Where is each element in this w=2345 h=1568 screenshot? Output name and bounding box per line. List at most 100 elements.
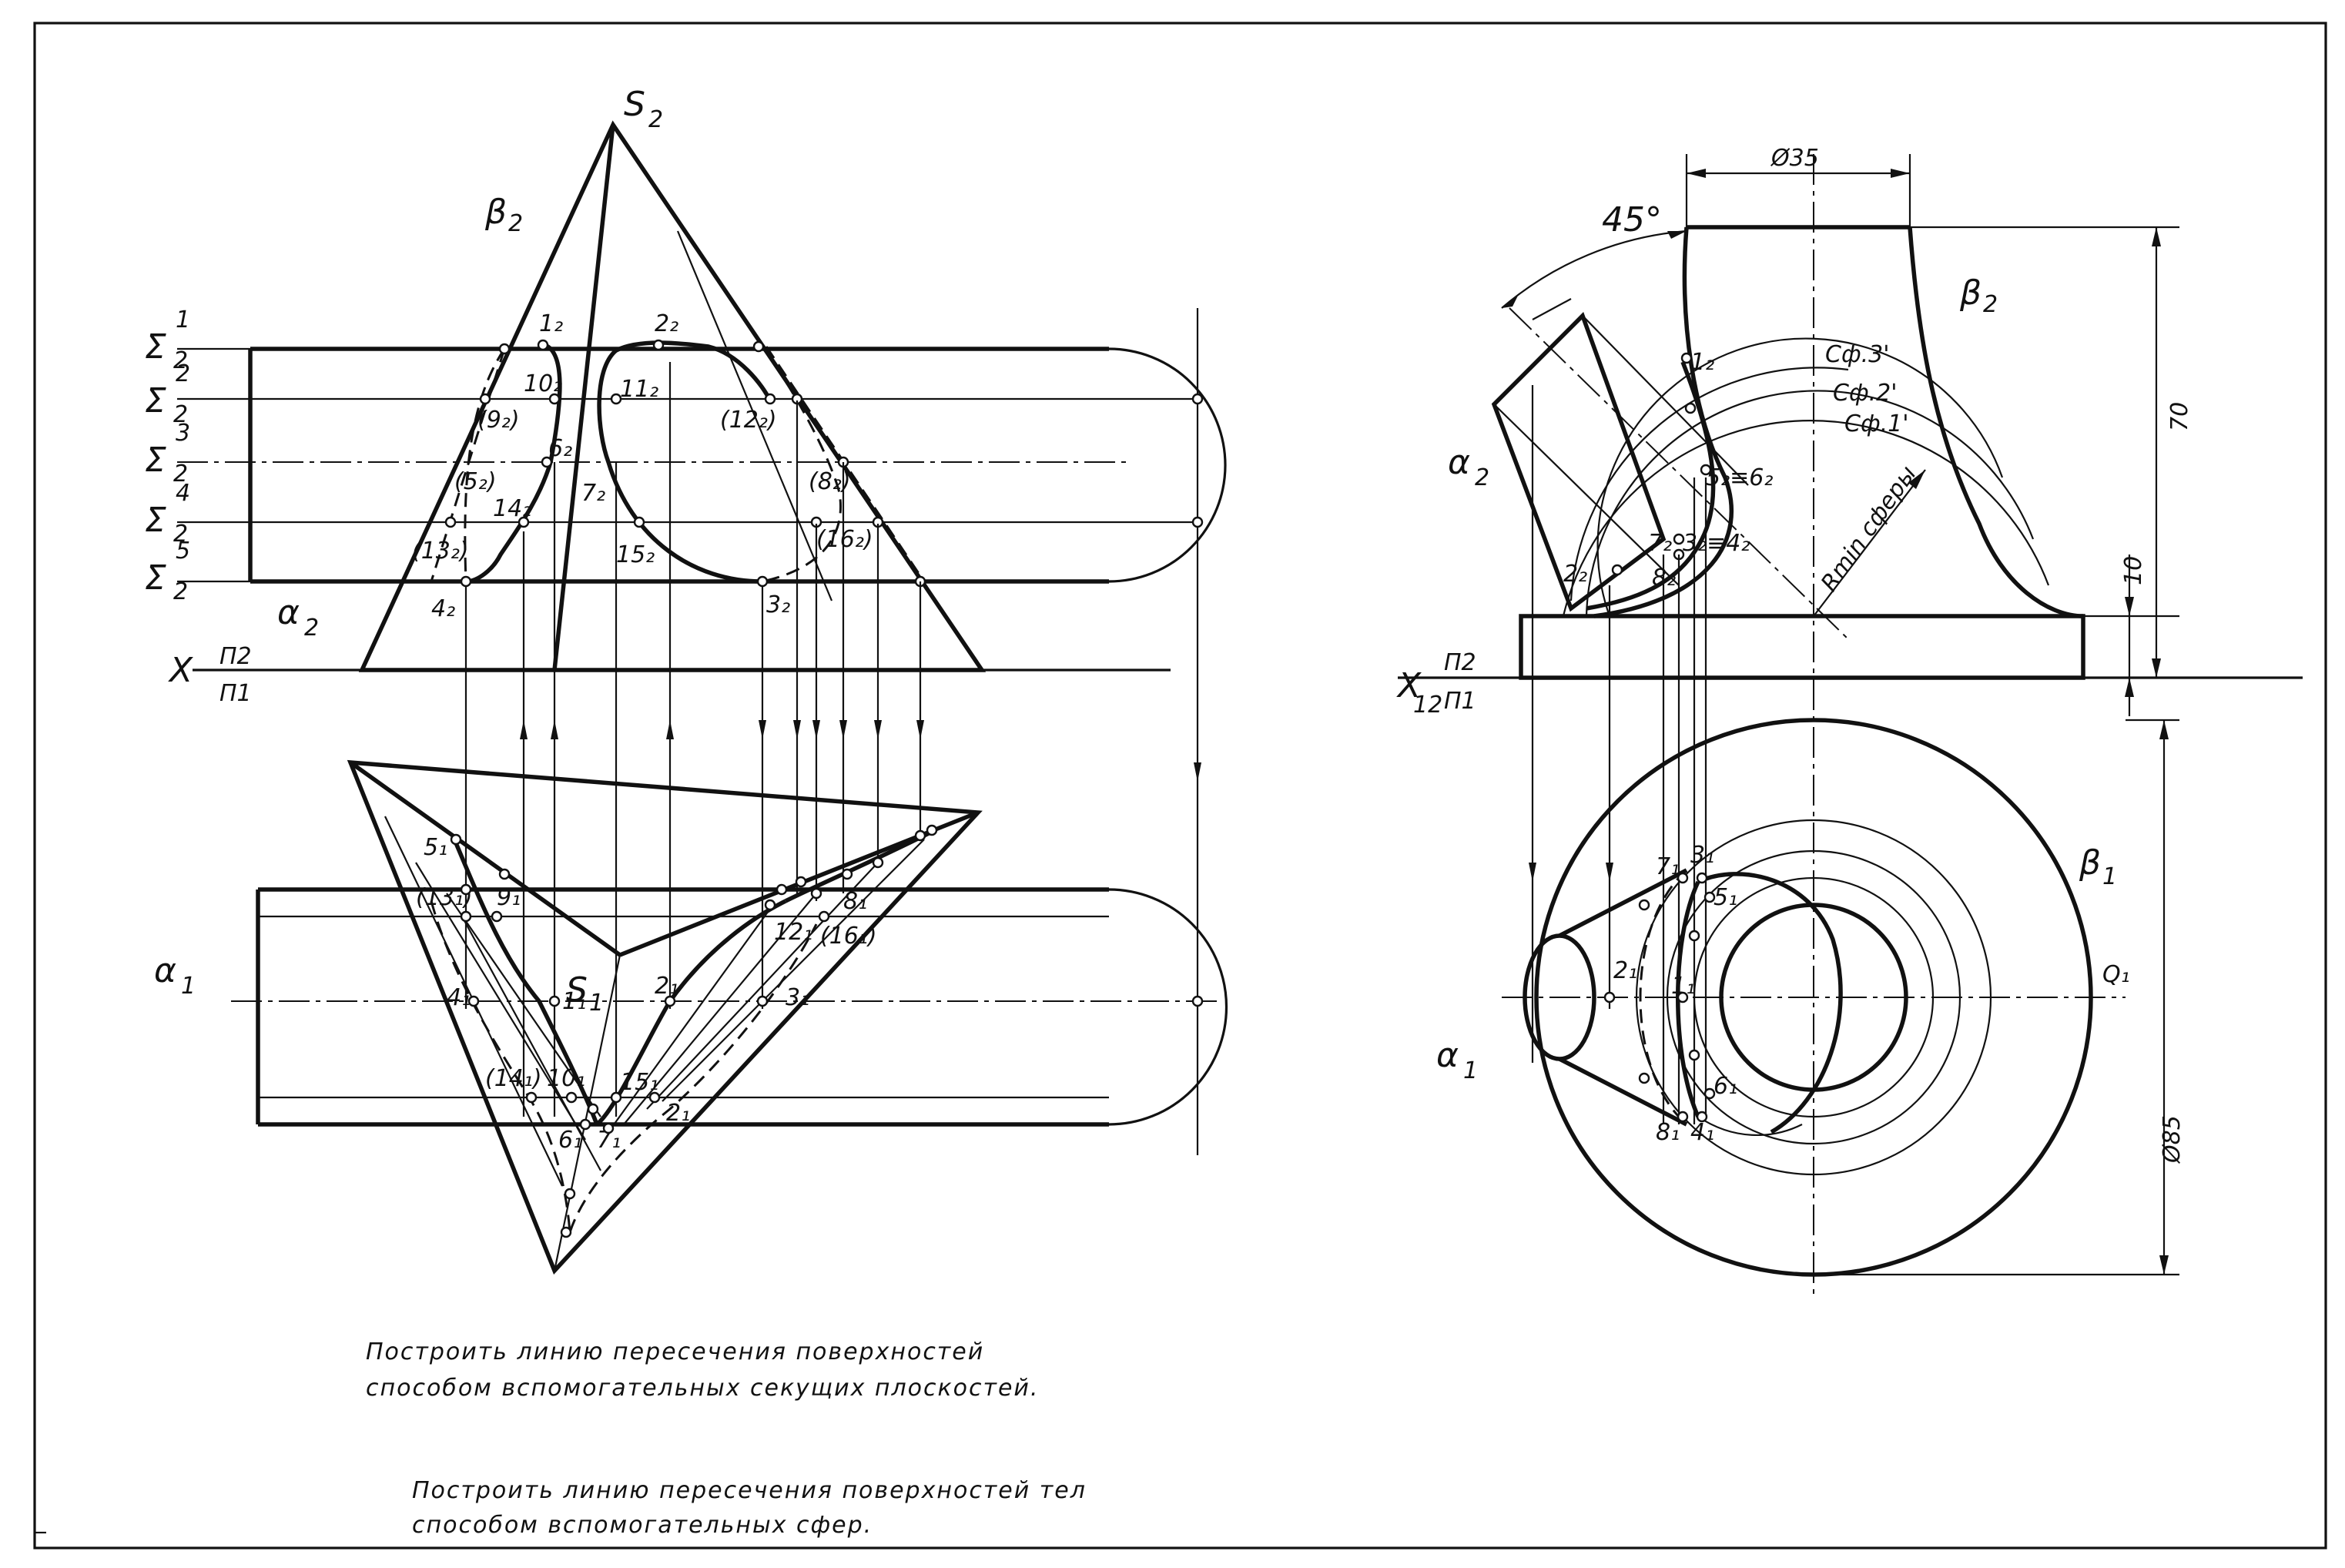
sigma-5: Σ [145, 558, 166, 598]
svg-text:2: 2 [173, 461, 188, 487]
right-front-point-labels: 1₂ 5₂≡6₂ 7₂ 3₂≡4₂ 8₂ 2₂ [1563, 349, 1773, 591]
left-top-view [231, 759, 1228, 1275]
svg-text:(16₁): (16₁) [820, 923, 877, 950]
svg-text:5₁: 5₁ [1714, 884, 1737, 911]
svg-text:2: 2 [173, 347, 188, 374]
alpha-top-label: α [154, 951, 176, 990]
svg-text:6₁: 6₁ [558, 1127, 582, 1154]
svg-text:2: 2 [176, 360, 190, 387]
dim-height-70: 70 [2166, 402, 2193, 431]
right-top-point-labels: 7₁ 3₁ 5₁ 2₁ 1₁ 6₁ 8₁ 4₁ [1613, 842, 1737, 1146]
dim-diameter-85: Ø85 [2159, 1115, 2186, 1164]
sphere-2-label: Сф.2' [1833, 380, 1897, 407]
alpha-front-sub: 2 [304, 615, 319, 642]
q-axis-label: Q₁ [2102, 961, 2130, 988]
svg-text:(13₂): (13₂) [412, 538, 469, 565]
axis-x-label: X [168, 651, 193, 690]
front-point-labels: 1₂ 2₂ 10₂ 11₂ (9₂) (12₂) 6₂ (8₂) 7₂ (5₂)… [412, 310, 873, 622]
svg-text:2: 2 [173, 578, 188, 605]
svg-text:9₁: 9₁ [497, 884, 521, 911]
sigma-4: Σ [145, 501, 166, 540]
svg-text:(16₂): (16₂) [816, 526, 873, 553]
axis-pi1-label: П1 [219, 680, 252, 707]
apex-s-front: S [624, 85, 645, 124]
svg-text:12₁: 12₁ [774, 919, 812, 946]
svg-text:5₂≡6₂: 5₂≡6₂ [1706, 464, 1773, 491]
dim-base-10: 10 [2120, 556, 2147, 585]
svg-text:3₁: 3₁ [786, 984, 809, 1011]
svg-text:5: 5 [176, 538, 190, 565]
svg-text:6₁: 6₁ [1714, 1073, 1737, 1100]
svg-text:4₂: 4₂ [431, 595, 455, 622]
svg-text:8₁: 8₁ [843, 888, 867, 915]
rmin-label: Rmin сферы [1816, 461, 1922, 597]
sigma-3: Σ [145, 441, 166, 480]
svg-text:2₁: 2₁ [666, 1100, 690, 1127]
svg-text:10₂: 10₂ [524, 370, 562, 397]
svg-text:7₁: 7₁ [1656, 853, 1680, 880]
beta-right-top: β [2079, 843, 2101, 883]
right-top-view [1502, 385, 2179, 1277]
svg-text:3₂: 3₂ [766, 591, 790, 618]
dim-diameter-35: Ø35 [1770, 145, 1819, 172]
apex-s-top: S [566, 970, 588, 1010]
task2-line1: Построить линию пересечения поверхностей… [412, 1477, 1087, 1504]
svg-text:2₂: 2₂ [655, 310, 678, 337]
svg-text:1₁: 1₁ [562, 988, 586, 1015]
front-points [444, 339, 1204, 588]
svg-text:3: 3 [176, 420, 190, 447]
svg-text:2₂: 2₂ [1563, 561, 1587, 588]
alpha-right-top-sub: 1 [1463, 1057, 1478, 1084]
svg-text:4₁: 4₁ [447, 984, 471, 1011]
apex-s-top-sub: 1 [589, 990, 604, 1017]
svg-text:4₁: 4₁ [1690, 1119, 1714, 1146]
beta-right-top-sub: 1 [2102, 863, 2117, 890]
sigma-1: Σ [145, 327, 166, 367]
svg-text:8₁: 8₁ [1656, 1119, 1680, 1146]
task-notes: Построить линию пересечения поверхностей… [366, 1338, 1087, 1539]
beta-right-front-sub: 2 [1983, 291, 1998, 318]
svg-text:11₂: 11₂ [620, 376, 658, 403]
svg-text:15₂: 15₂ [616, 541, 655, 568]
svg-text:(5₂): (5₂) [454, 468, 497, 495]
svg-text:(14₁): (14₁) [485, 1065, 542, 1092]
svg-text:7₂: 7₂ [581, 480, 605, 507]
svg-text:2₁: 2₁ [655, 973, 678, 1000]
dim-angle-45: 45° [1602, 200, 1662, 240]
beta-front-label: β [484, 193, 507, 232]
alpha-front-label: α [277, 593, 300, 632]
right-top-points [1603, 872, 1716, 1123]
sigma-labels: Σ 1 2 Σ 2 2 Σ 3 2 Σ 4 2 Σ 5 2 [145, 307, 190, 605]
svg-text:2: 2 [173, 521, 188, 548]
svg-text:5₁: 5₁ [424, 834, 447, 861]
svg-text:6₂: 6₂ [548, 435, 572, 462]
task1-line2: способом вспомогательных секущих плоскос… [366, 1375, 1039, 1402]
svg-text:1₂: 1₂ [539, 310, 563, 337]
svg-text:15₁: 15₁ [620, 1069, 658, 1096]
alpha-right-top: α [1436, 1036, 1459, 1075]
beta-right-front: β [1959, 273, 1982, 313]
svg-text:(9₂): (9₂) [477, 407, 520, 434]
svg-text:7₂: 7₂ [1648, 530, 1672, 557]
svg-text:(12₂): (12₂) [720, 407, 777, 434]
beta-front-sub: 2 [508, 210, 523, 237]
svg-text:3₂≡4₂: 3₂≡4₂ [1683, 530, 1750, 557]
alpha-right-front: α [1448, 443, 1470, 482]
right-axis-pi1: П1 [1444, 688, 1476, 715]
top-points [450, 824, 938, 1238]
right-axis-x-sub: 12 [1413, 692, 1442, 719]
sphere-1-label: Сф.1' [1844, 410, 1908, 437]
svg-text:(8₂): (8₂) [809, 468, 851, 495]
sigma-2: Σ [145, 381, 166, 420]
right-axis-pi2: П2 [1444, 649, 1476, 676]
right-axis-x: X [1396, 666, 1422, 705]
axis-pi2-label: П2 [219, 643, 252, 670]
alpha-right-front-sub: 2 [1475, 464, 1489, 491]
svg-text:2: 2 [173, 401, 188, 428]
top-point-labels: 5₁ (13₁) 9₁ 4₁ 1₁ 2₁ (14₁) 10₁ 15₁ 6₁ 7₁… [416, 834, 877, 1154]
apex-s-front-sub: 2 [648, 106, 663, 133]
sheet-frame [33, 22, 2327, 1550]
svg-text:10₁: 10₁ [547, 1065, 585, 1092]
svg-text:4: 4 [176, 480, 190, 507]
